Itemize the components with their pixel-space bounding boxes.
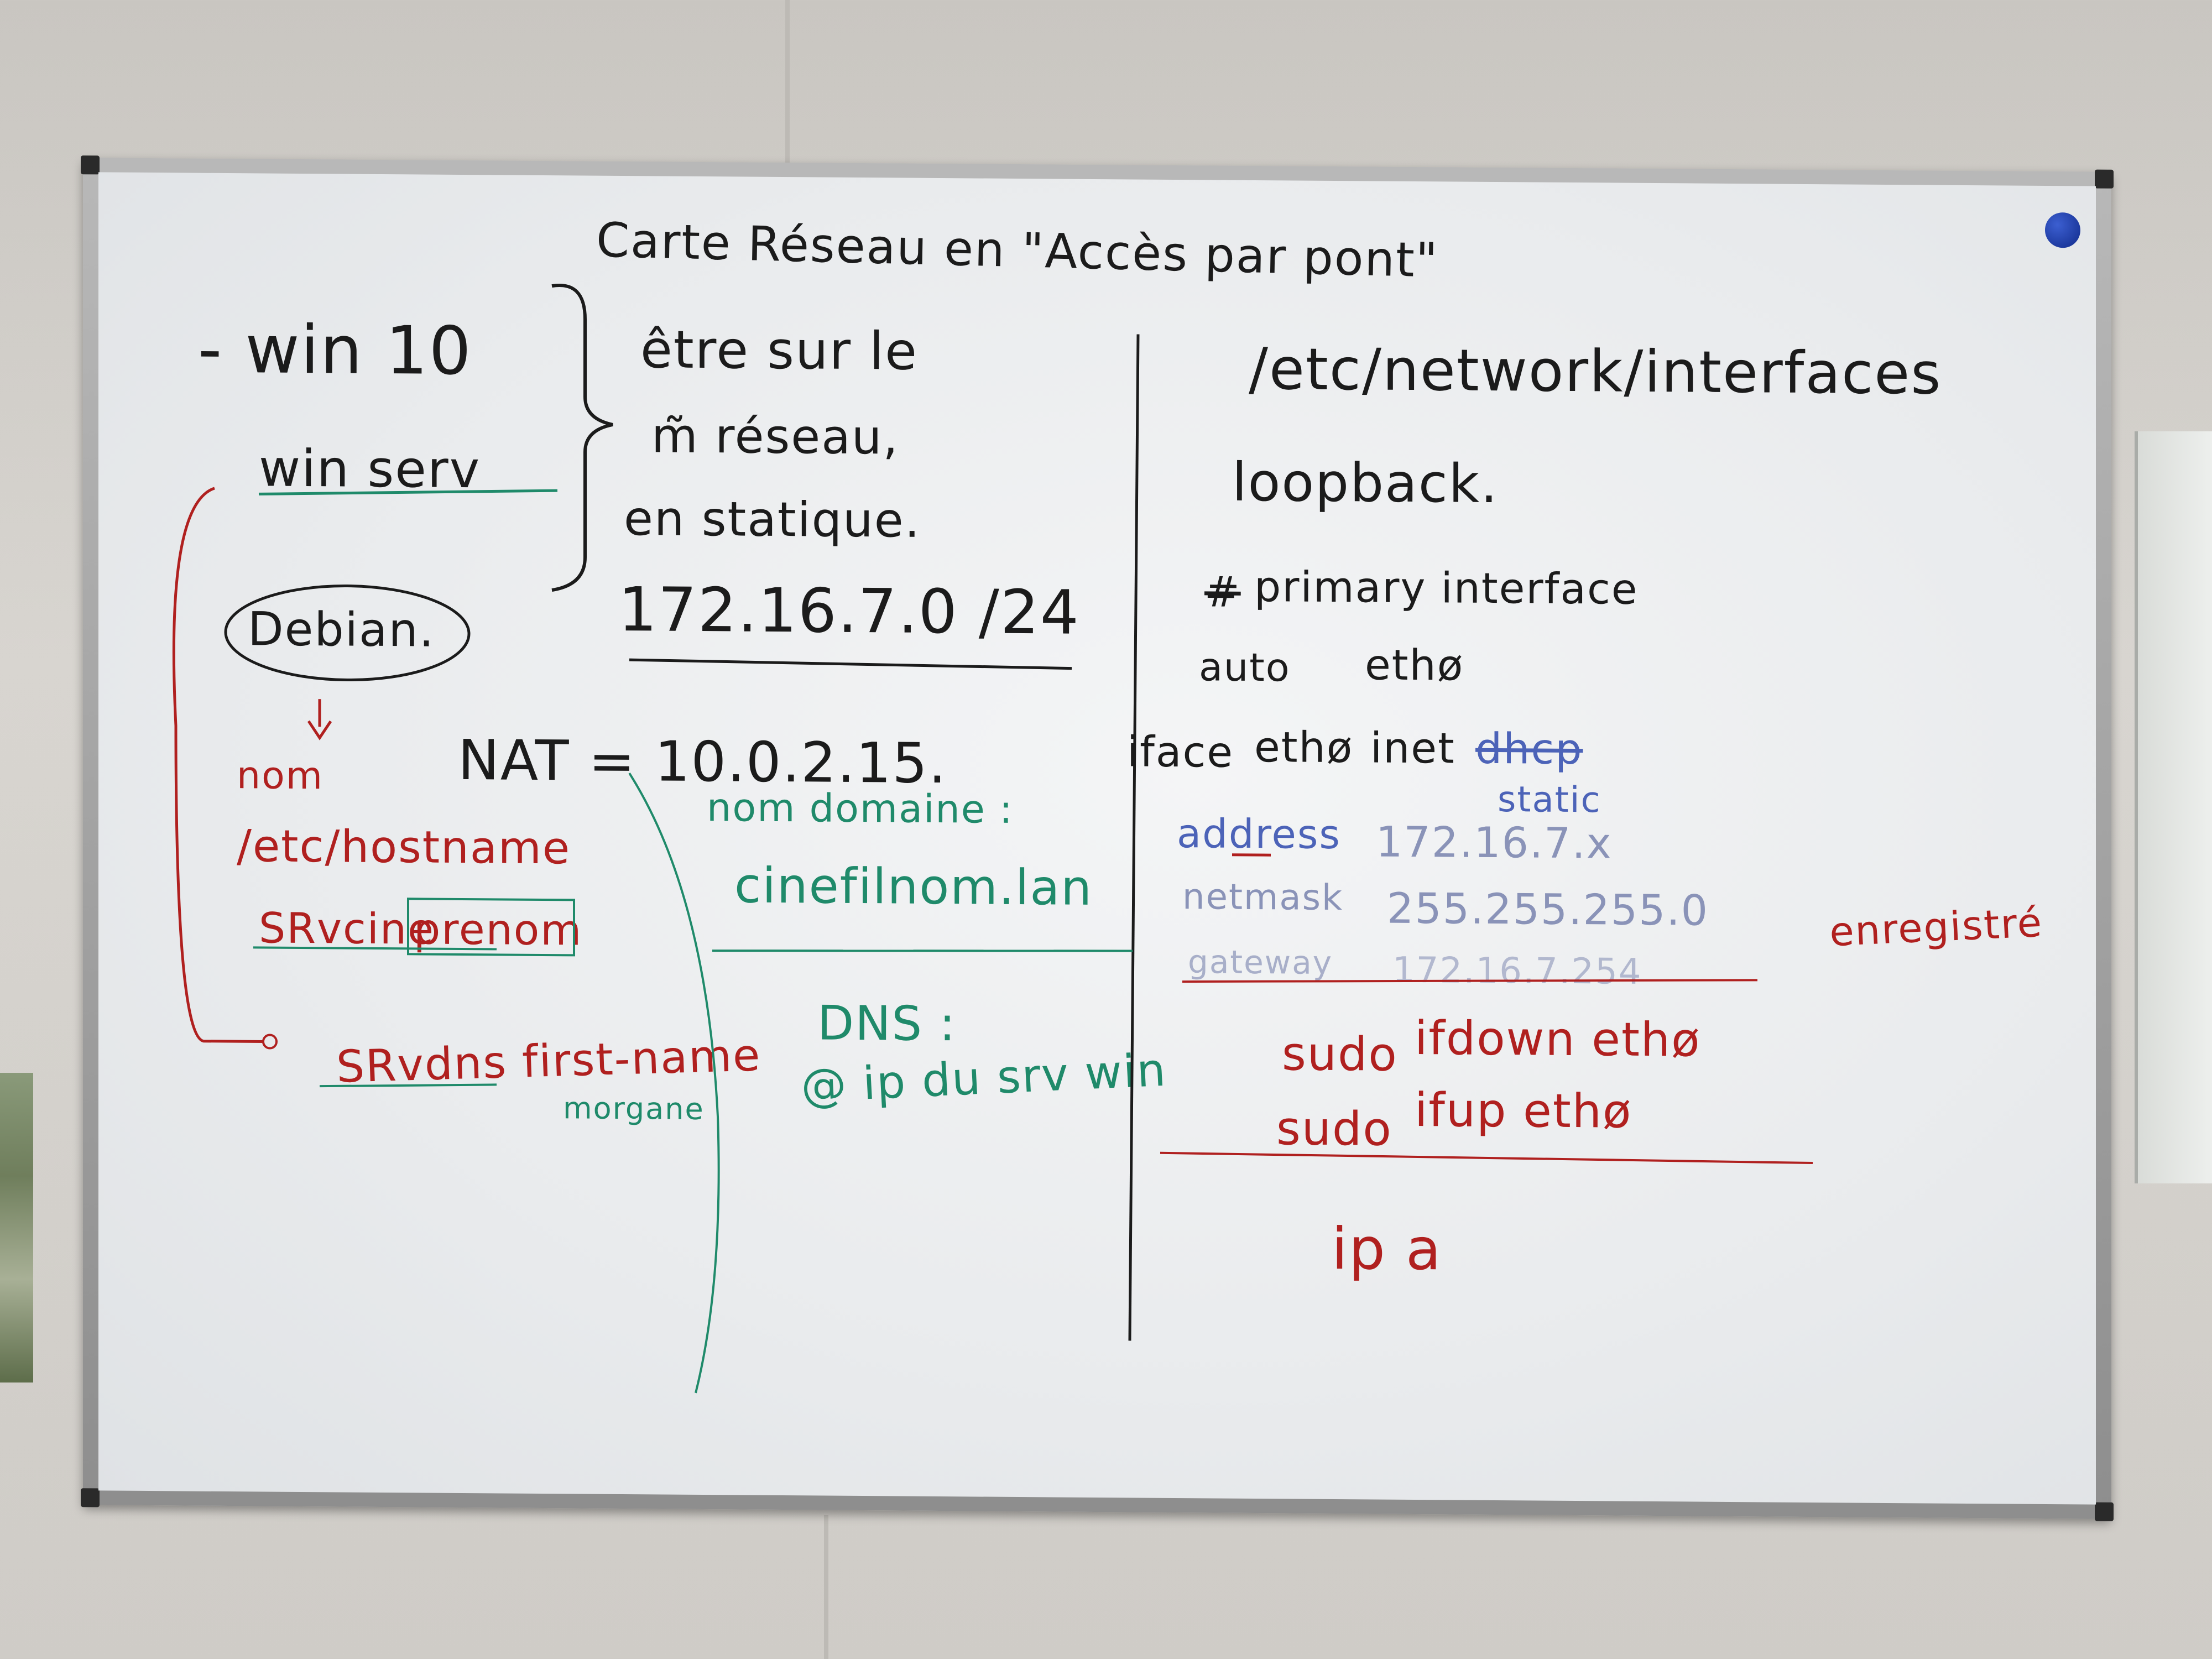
frame-corner xyxy=(81,155,100,175)
subnet-underline xyxy=(629,658,1072,670)
frame-corner xyxy=(81,1488,100,1507)
column-divider xyxy=(1128,334,1140,1341)
frame-corner xyxy=(2095,169,2114,189)
board-surface: Carte Réseau en "Accès par pont" - win 1… xyxy=(98,172,2096,1505)
green-curve xyxy=(628,773,720,1394)
marker-strokes xyxy=(172,284,1813,1394)
wall-seam-left xyxy=(785,0,790,166)
winserv-underline xyxy=(258,489,558,495)
debian-circle xyxy=(224,585,471,682)
red-separator-2 xyxy=(1160,1151,1813,1165)
srvdns-underline xyxy=(319,1083,497,1088)
red-separator-1 xyxy=(1182,979,1758,983)
prenom-box xyxy=(407,898,575,957)
brace-stroke xyxy=(551,284,613,592)
frame-corner xyxy=(2095,1502,2114,1521)
wall-seam-bottom xyxy=(824,1515,828,1659)
srvcine-underline xyxy=(253,946,497,951)
red-connector-end xyxy=(262,1034,278,1050)
photo-strip xyxy=(0,1073,33,1383)
green-separator xyxy=(712,950,1133,952)
down-arrow xyxy=(307,699,332,740)
door-panel xyxy=(2135,431,2212,1183)
red-connector xyxy=(172,487,264,1043)
whiteboard: Carte Réseau en "Accès par pont" - win 1… xyxy=(81,155,2114,1521)
